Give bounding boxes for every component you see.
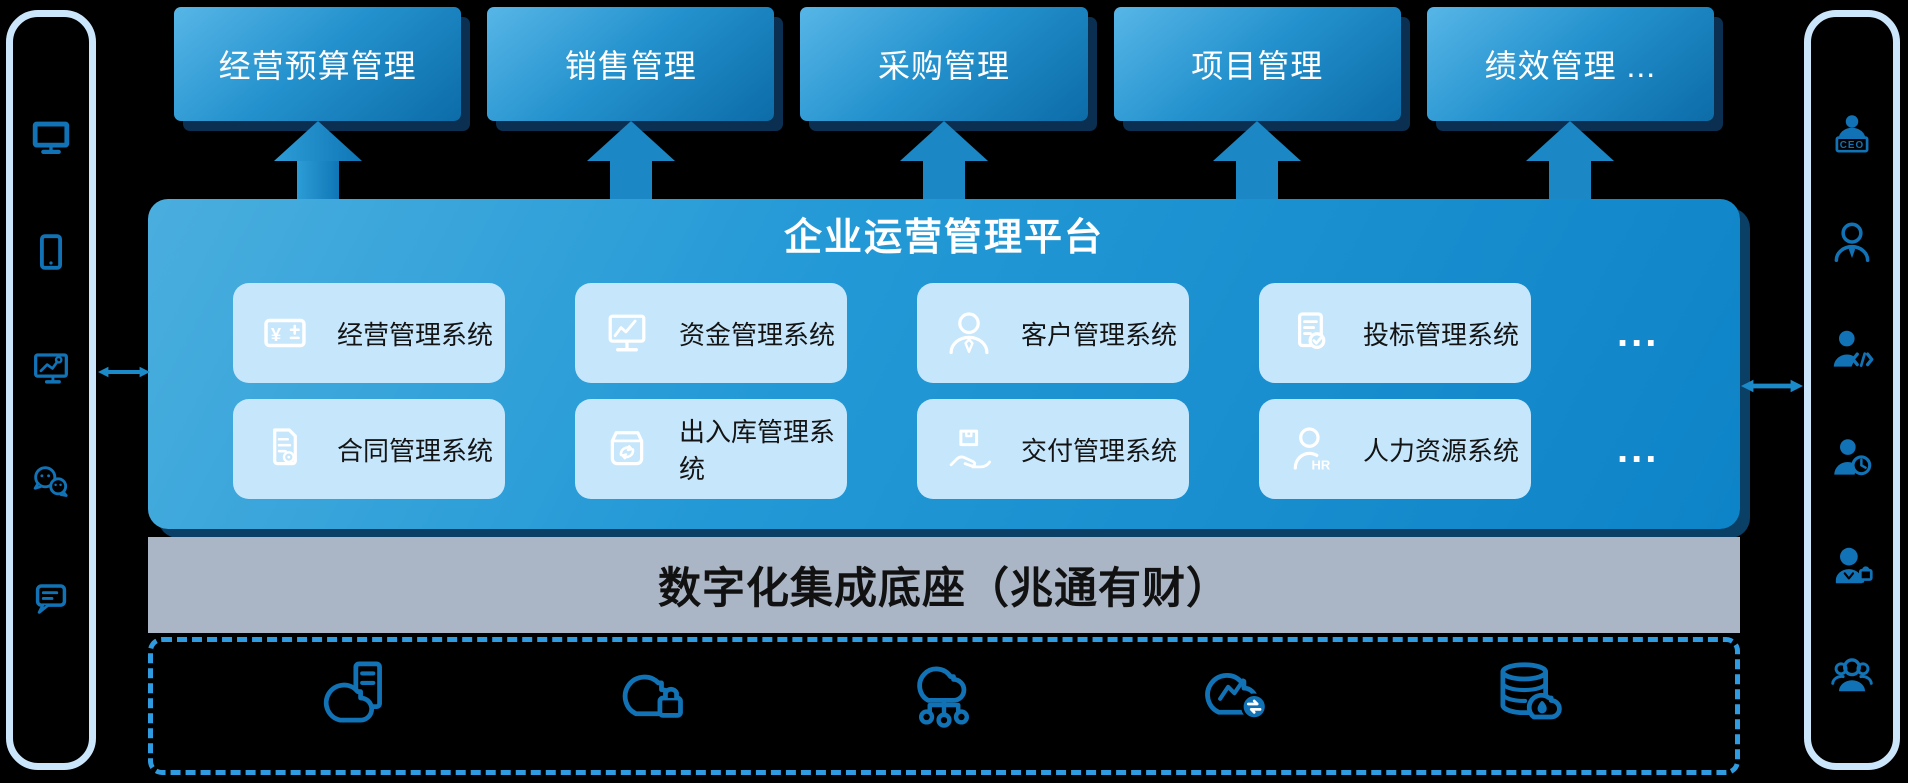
card-customer-management: 客户管理系统 [917,283,1189,383]
svg-text:CEO: CEO [1840,140,1865,151]
message-icon [28,574,74,620]
time-user-icon [1827,433,1877,483]
integration-base-bar: 数字化集成底座（兆通有财） [148,537,1740,633]
customer-icon [943,307,995,359]
up-arrow-icon [1209,121,1305,199]
delivery-hand-icon [943,423,995,475]
system-label: 交付管理系统 [1021,435,1178,466]
system-label: 人力资源系统 [1363,435,1520,466]
chart-monitor-icon [601,307,653,359]
up-arrow-icon [583,121,679,199]
manager-user-icon [1827,217,1877,267]
systems-row-1: ¥ 经营管理系统 资金管理系统 [233,283,1740,383]
cloud-server-icon [319,656,399,732]
systems-row-2: 合同管理系统 出入库管理系统 [233,399,1740,499]
warehouse-sync-icon [601,423,653,475]
chart-screen-icon [28,344,74,390]
infrastructure-box [148,637,1740,775]
system-label: 合同管理系统 [337,435,494,466]
platform-title: 企业运营管理平台 [783,217,1104,259]
svg-text:¥: ¥ [271,324,282,345]
card-warehouse-management: 出入库管理系统 [575,399,847,499]
bid-document-icon [1285,307,1337,359]
card-human-resources: HR 人力资源系统 [1259,399,1531,499]
system-label: 出入库管理系统 [679,417,836,484]
card-bidding-management: 投标管理系统 [1259,283,1531,383]
contract-icon [259,423,311,475]
ceo-user-icon: CEO [1827,109,1877,159]
module-project-management: 项目管理 [1113,7,1401,121]
card-contract-management: 合同管理系统 [233,399,505,499]
cloud-monitor-icon [1196,656,1276,732]
system-label: 资金管理系统 [679,319,836,350]
up-arrows-row [148,121,1740,199]
up-arrow-icon [896,121,992,199]
module-budget-management: 经营预算管理 [174,7,462,121]
row2-ellipsis: ... [1617,427,1660,471]
service-user-icon [1827,541,1877,591]
card-delivery-management: 交付管理系统 [917,399,1189,499]
system-label: 投标管理系统 [1363,319,1520,350]
database-flame-icon [1489,656,1569,732]
desktop-monitor-icon [28,114,74,160]
right-roles-panel: CEO [1804,10,1900,770]
wechat-icon [28,459,74,505]
developer-user-icon [1827,325,1877,375]
up-arrow-icon [1522,121,1618,199]
svg-text:HR: HR [1312,458,1331,473]
cloud-network-icon [904,656,984,732]
tablet-icon [28,229,74,275]
hr-person-icon: HR [1285,423,1337,475]
system-label: 客户管理系统 [1021,319,1178,350]
left-terminals-panel [6,10,96,770]
module-performance-management: 绩效管理 ... [1426,7,1715,121]
card-business-management: ¥ 经营管理系统 [233,283,505,383]
platform-panel: 企业运营管理平台 ¥ 经营管理系统 [148,199,1740,529]
left-double-arrow-icon [98,363,150,381]
team-icon [1827,649,1877,699]
yuan-card-icon: ¥ [259,307,311,359]
integration-base-label: 数字化集成底座（兆通有财） [658,565,1230,613]
module-sales-management: 销售管理 [487,7,775,121]
row1-ellipsis: ... [1617,311,1660,355]
module-procurement-management: 采购管理 [800,7,1088,121]
right-double-arrow-icon [1741,377,1803,395]
up-arrow-icon [270,121,366,199]
system-label: 经营管理系统 [337,319,494,350]
card-funds-management: 资金管理系统 [575,283,847,383]
cloud-lock-icon [612,656,692,732]
top-modules-row: 经营预算管理 销售管理 采购管理 项目管理 绩效管理 ... [148,7,1740,121]
